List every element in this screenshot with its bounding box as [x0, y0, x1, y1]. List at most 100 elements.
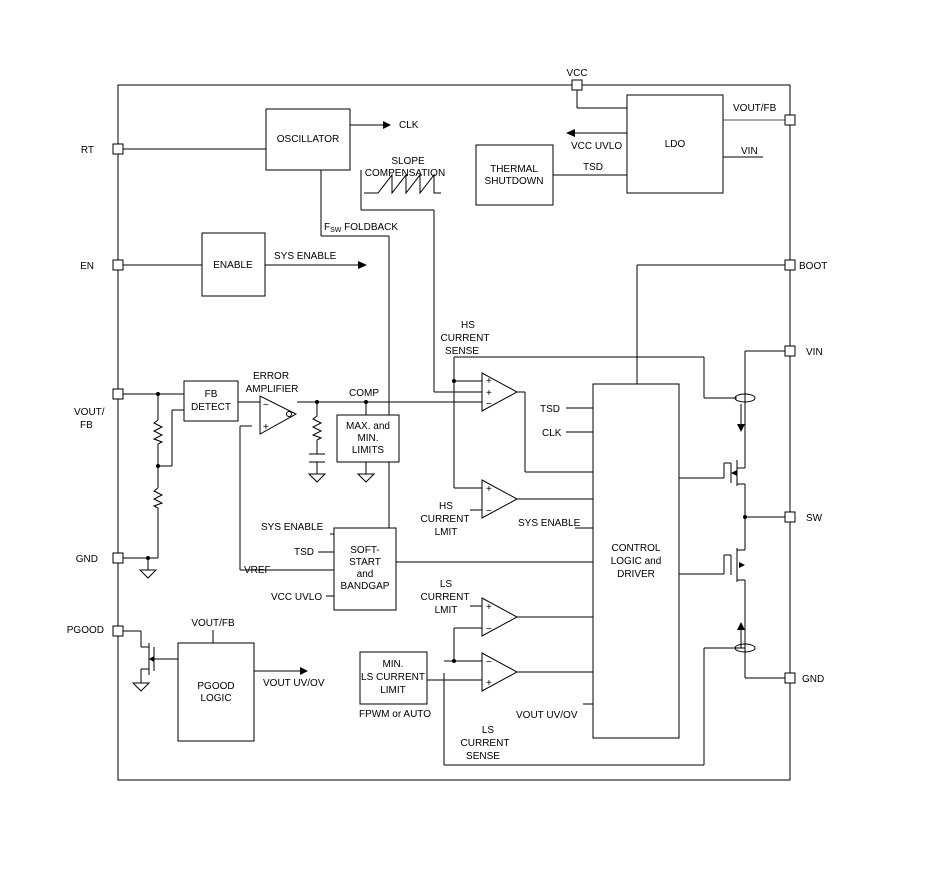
hs-current-limit-label: CURRENT [421, 514, 470, 525]
svg-text:+: + [486, 388, 492, 399]
tsd-ctrl-label: TSD [540, 404, 560, 415]
ls-current-limit-label: LMIT [435, 605, 458, 616]
svg-text:+: + [263, 422, 269, 433]
comparator-pin-signs: − + + + − + − + − − + [263, 376, 492, 689]
min-ls-current-limit-label: MIN. [382, 659, 403, 670]
min-ls-current-limit-comparator [481, 652, 519, 692]
hs-current-limit-label: LMIT [435, 527, 458, 538]
ground-symbol [131, 682, 151, 692]
soft-start-block [333, 527, 397, 611]
thermal-shutdown-label: THERMAL [490, 164, 538, 175]
wires [123, 90, 785, 766]
pin-vout-fb: VOUT/ FB [74, 388, 124, 431]
resistor-upper [152, 419, 164, 445]
soft-start-label: START [349, 557, 381, 568]
control-logic-block [592, 383, 680, 739]
comp-label: COMP [349, 388, 379, 399]
pin-vout-fb-label: VOUT/ [74, 407, 105, 418]
sys-enable-ss-label: SYS ENABLE [261, 522, 324, 533]
pin-gnd-left: GND [76, 552, 124, 565]
slope-compensation-label: COMPENSATION [365, 168, 445, 179]
hs-current-sense-label: HS [461, 320, 475, 331]
error-amplifier-label: AMPLIFIER [246, 384, 299, 395]
thermal-shutdown-block [475, 144, 554, 206]
pin-vout-fb-label: FB [80, 420, 93, 431]
max-min-limits-block [336, 414, 400, 463]
ground-symbol [356, 473, 376, 483]
capacitor-comp [309, 453, 325, 463]
fb-detect-block [183, 380, 239, 422]
pin-pgood-label: PGOOD [67, 625, 104, 636]
clk-label: CLK [399, 120, 419, 131]
svg-text:+: + [486, 484, 492, 495]
pin-sw: SW [784, 511, 823, 524]
hs-current-sense-label: CURRENT [441, 333, 490, 344]
svg-text:−: − [486, 399, 492, 410]
hs-comparator [481, 372, 519, 412]
pin-gnd-left-label: GND [76, 554, 98, 565]
resistor-lower [152, 487, 164, 509]
oscillator-label: OSCILLATOR [277, 134, 339, 145]
svg-text:−: − [486, 624, 492, 635]
control-logic-label: DRIVER [617, 569, 655, 580]
min-ls-current-limit-label: LIMIT [380, 685, 406, 696]
resistor-comp [311, 415, 323, 441]
thermal-shutdown-label: SHUTDOWN [485, 176, 544, 187]
junctions [146, 379, 747, 663]
slope-compensation-label: SLOPE [391, 156, 425, 167]
tsd-ss-label: TSD [294, 547, 314, 558]
clk-ctrl-label: CLK [542, 428, 562, 439]
svg-text:+: + [486, 602, 492, 613]
pin-gnd-right: GND [784, 672, 824, 685]
pin-pgood: PGOOD [67, 625, 124, 637]
enable-label: ENABLE [213, 260, 253, 271]
error-amplifier [259, 395, 298, 435]
ls-current-sense-label: SENSE [466, 751, 500, 762]
hs-current-sense-coil [734, 393, 756, 403]
soft-start-label: BANDGAP [341, 581, 390, 592]
min-ls-current-limit-label: LS CURRENT [361, 672, 425, 683]
enable-block [201, 232, 266, 297]
sys-enable-ctrl-label: SYS ENABLE [518, 518, 581, 529]
hs-current-limit-label: HS [439, 501, 453, 512]
fsw-foldback-sub: SW [330, 227, 342, 234]
pin-rt: RT [81, 143, 124, 156]
soft-start-label: and [357, 569, 374, 580]
min-ls-current-limit-block [359, 651, 428, 705]
ldo-label: LDO [665, 139, 686, 150]
pin-vout-fb-right-label: VOUT/FB [733, 103, 777, 114]
error-amplifier-label: ERROR [253, 371, 289, 382]
svg-text:−: − [486, 506, 492, 517]
pgood-logic-label: PGOOD [197, 681, 234, 692]
control-logic-label: LOGIC and [611, 556, 662, 567]
pin-vcc-label: VCC [566, 68, 587, 79]
pin-en-label: EN [80, 261, 94, 272]
ls-current-sense-coil [734, 643, 756, 653]
ls-current-sense-label: CURRENT [461, 738, 510, 749]
arrowheads [149, 121, 745, 675]
svg-text:−: − [263, 400, 269, 411]
pin-gnd-right-label: GND [802, 674, 824, 685]
max-min-limits-label: MIN. [357, 433, 378, 444]
svg-text:−: − [486, 657, 492, 668]
ground-symbol [138, 569, 158, 579]
vout-uv-ov-ctrl-label: VOUT UV/OV [516, 710, 578, 721]
hs-current-sense-label: SENSE [445, 346, 479, 357]
max-min-limits-label: MAX. and [346, 421, 390, 432]
pgood-logic-block [177, 642, 255, 742]
vref-label: VREF [244, 565, 271, 576]
max-min-limits-label: LIMITS [352, 445, 385, 456]
fb-detect-label: FB [205, 389, 218, 400]
oscillator-block [265, 108, 351, 171]
tsd-label: TSD [583, 162, 603, 173]
fsw-foldback-label: FSW FOLDBACK [324, 222, 398, 234]
pin-sw-label: SW [806, 513, 823, 524]
pin-vin: VIN [784, 345, 823, 358]
fpwm-or-auto-label: FPWM or AUTO [359, 709, 431, 720]
ls-current-limit-label: CURRENT [421, 592, 470, 603]
pin-vin-label: VIN [806, 347, 823, 358]
pgood-logic-label: LOGIC [200, 693, 231, 704]
pin-boot: BOOT [784, 259, 827, 272]
vout-fb-pgood-label: VOUT/FB [191, 618, 235, 629]
